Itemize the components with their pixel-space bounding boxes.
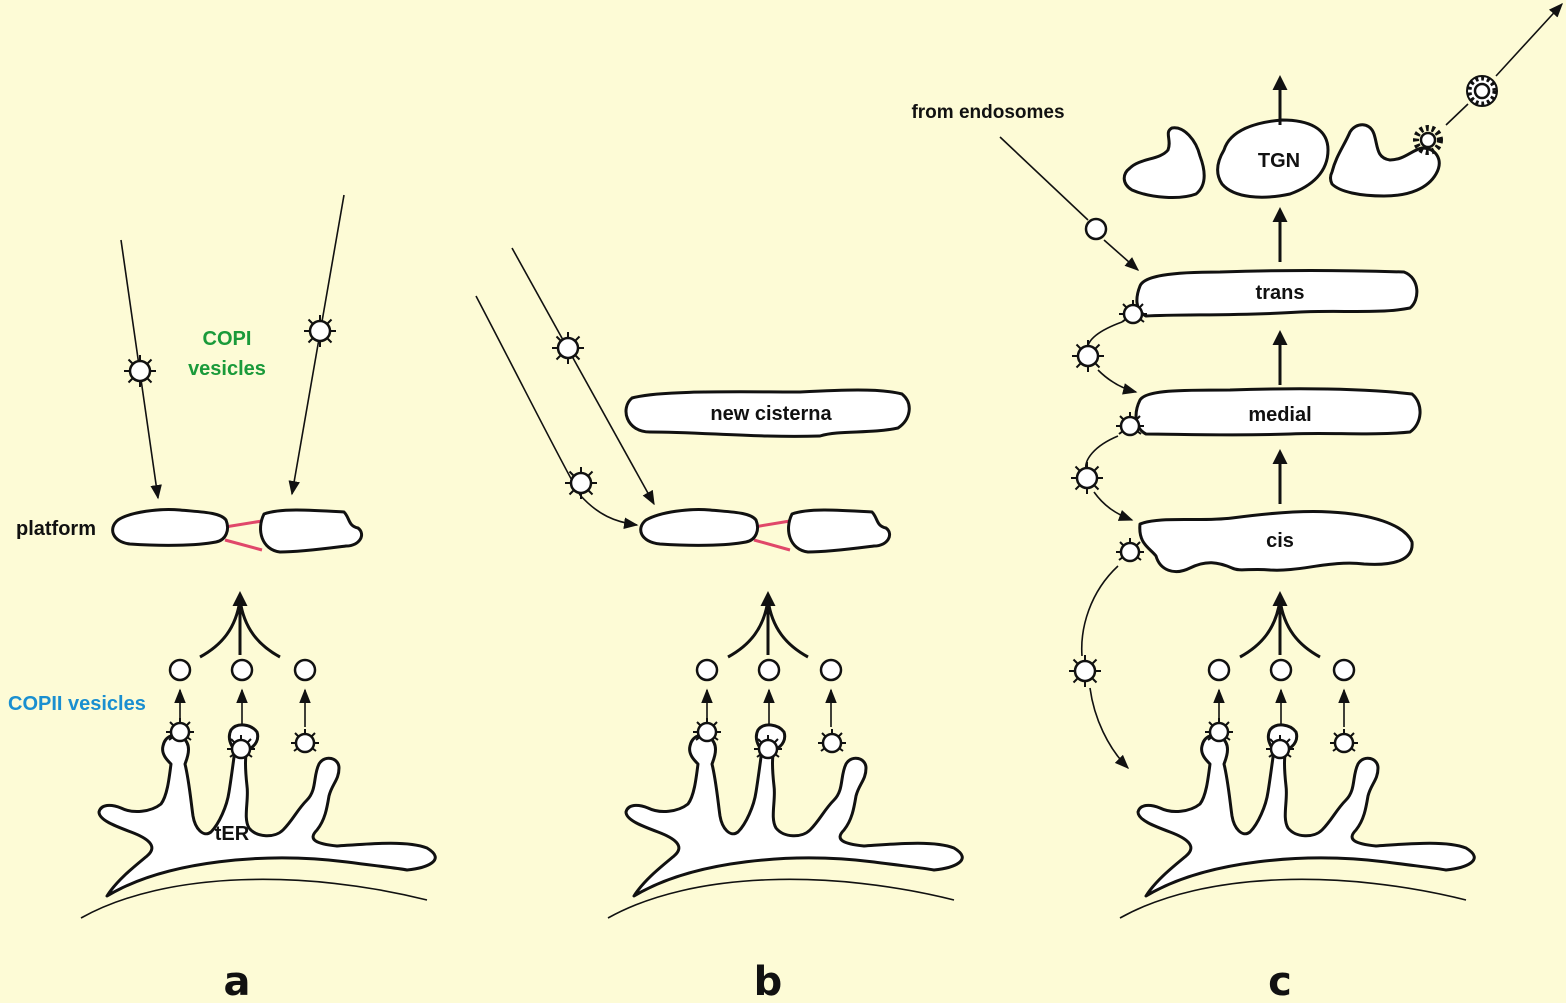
copi-vesicle [304, 315, 336, 347]
copii-vesicle [1334, 660, 1354, 680]
copii-vesicle [759, 660, 779, 680]
from-endosomes-label: from endosomes [911, 102, 1064, 123]
copi-vesicle [1069, 655, 1101, 687]
copi-arrow-lower [476, 296, 637, 525]
new-cisterna-label: new cisterna [710, 403, 832, 425]
panel-letter-a: a [224, 959, 251, 1003]
copi-label-line2: vesicles [188, 358, 266, 380]
copii-vesicle [821, 660, 841, 680]
copii-bud [818, 729, 846, 752]
platform-element-right [789, 510, 890, 552]
platform-label: platform [16, 518, 96, 540]
copi-vesicle [565, 467, 597, 499]
panel-a: COPI vesicles platform COPII vesicles tE… [8, 195, 435, 1003]
ter-label: tER [215, 823, 250, 845]
platform-element-right [261, 510, 362, 552]
copi-arrow-right [292, 195, 344, 494]
copii-vesicle [1271, 660, 1291, 680]
trans-label: trans [1256, 282, 1305, 304]
copii-label: COPII vesicles [8, 693, 146, 715]
copi-vesicle [124, 355, 156, 387]
tether-links [225, 521, 262, 550]
ter-membrane [81, 725, 435, 918]
platform-element-left [113, 509, 228, 545]
exit-arrow [1496, 4, 1562, 76]
copii-vesicle [232, 660, 252, 680]
copii-bud [291, 729, 319, 752]
clathrin-coated-vesicle [1467, 76, 1497, 106]
platform-element-left [641, 509, 758, 545]
copi-vesicle [1071, 462, 1103, 494]
tgn-label: TGN [1258, 150, 1300, 172]
copi-vesicle [552, 332, 584, 364]
cis-label: cis [1266, 530, 1294, 552]
endosomal-vesicle [1086, 219, 1106, 239]
copii-bud [1330, 729, 1358, 752]
copii-vesicle [1209, 660, 1229, 680]
copii-vesicle [697, 660, 717, 680]
panel-letter-c: c [1268, 959, 1292, 1003]
copi-label-line1: COPI [203, 328, 252, 350]
copi-vesicle [1072, 340, 1104, 372]
ter-membrane [1120, 725, 1474, 918]
copii-vesicle [170, 660, 190, 680]
copi-arrow-upper [512, 248, 654, 504]
panel-b: new cisterna b [476, 248, 962, 1003]
ter-membrane [608, 725, 962, 918]
copi-bud [1116, 538, 1144, 561]
tgn-fragment-left [1124, 128, 1204, 198]
panel-letter-b: b [754, 959, 783, 1003]
panel-c: from endosomes TGN trans med [911, 4, 1562, 1003]
medial-label: medial [1248, 404, 1311, 426]
copii-vesicle [295, 660, 315, 680]
